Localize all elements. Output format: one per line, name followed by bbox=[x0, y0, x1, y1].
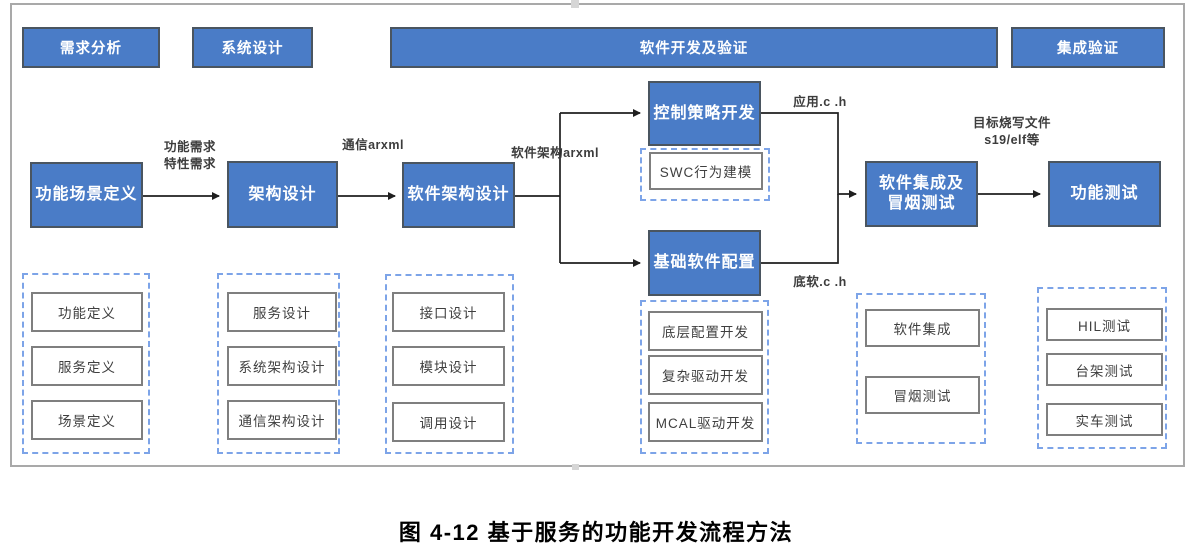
node-software-architecture-design: 软件架构设计 bbox=[402, 162, 515, 228]
item-module-design: 模块设计 bbox=[392, 346, 505, 386]
node-function-test: 功能测试 bbox=[1048, 161, 1161, 227]
item-mcal-driver-dev: MCAL驱动开发 bbox=[648, 402, 763, 442]
edge-label-app-ch: 应用.c .h bbox=[780, 94, 860, 111]
node-function-scene-definition: 功能场景定义 bbox=[30, 162, 143, 228]
item-service-design: 服务设计 bbox=[227, 292, 337, 332]
item-label: 调用设计 bbox=[419, 416, 478, 431]
item-swc-behavior-modeling: SWC行为建模 bbox=[649, 152, 763, 190]
group-arch-design-details bbox=[217, 273, 340, 454]
edge-label-text: 通信arxml bbox=[342, 138, 404, 152]
phase-system-design: 系统设计 bbox=[192, 27, 313, 68]
item-label: HIL测试 bbox=[1077, 318, 1131, 334]
item-system-arch-design: 系统架构设计 bbox=[227, 346, 337, 386]
group-swc-modeling bbox=[640, 148, 770, 201]
item-label: MCAL驱动开发 bbox=[655, 416, 756, 431]
group-integration-details bbox=[856, 293, 986, 444]
edge-label-text: 软件架构arxml bbox=[511, 146, 599, 160]
node-label: 架构设计 bbox=[248, 185, 317, 203]
node-label: 功能场景定义 bbox=[35, 186, 138, 203]
item-label: SWC行为建模 bbox=[659, 165, 753, 180]
edge-label-line2: 特性需求 bbox=[163, 156, 216, 171]
item-comm-arch-design: 通信架构设计 bbox=[227, 400, 337, 440]
item-software-integration: 软件集成 bbox=[865, 309, 980, 347]
edge-label-line1: 功能需求 bbox=[163, 140, 216, 154]
node-label: 软件架构设计 bbox=[407, 186, 510, 203]
node-basic-software-config: 基础软件配置 bbox=[648, 230, 761, 296]
group-function-scene-details bbox=[22, 273, 150, 454]
edge-label-text: 底软.c .h bbox=[793, 275, 847, 289]
item-call-design: 调用设计 bbox=[392, 402, 505, 442]
item-complex-driver-dev: 复杂驱动开发 bbox=[648, 355, 763, 395]
item-label: 接口设计 bbox=[419, 306, 478, 321]
node-sw-integration-smoke-test: 软件集成及 冒烟测试 bbox=[865, 161, 978, 227]
phase-software-dev-verification: 软件开发及验证 bbox=[390, 27, 998, 68]
group-sw-arch-details bbox=[385, 274, 514, 454]
node-label-line1: 软件集成及 bbox=[878, 175, 964, 192]
item-label: 系统架构设计 bbox=[238, 360, 326, 375]
phase-label: 需求分析 bbox=[60, 41, 122, 57]
item-label: 通信架构设计 bbox=[238, 414, 326, 429]
frame-top-tick bbox=[571, 0, 579, 8]
item-label: 软件集成 bbox=[893, 322, 952, 337]
item-label: 底层配置开发 bbox=[662, 325, 749, 340]
edge-label-requirements: 功能需求 特性需求 bbox=[148, 139, 232, 173]
item-smoke-test: 冒烟测试 bbox=[865, 376, 980, 414]
figure-caption: 图 4-12 基于服务的功能开发流程方法 bbox=[398, 520, 794, 545]
node-label-line2: 冒烟测试 bbox=[887, 195, 956, 212]
edge-label-comm-arxml: 通信arxml bbox=[333, 137, 413, 154]
item-label: 冒烟测试 bbox=[893, 389, 952, 404]
item-real-vehicle-test: 实车测试 bbox=[1046, 403, 1163, 436]
item-hil-test: HIL测试 bbox=[1046, 308, 1163, 341]
node-label: 基础软件配置 bbox=[653, 254, 756, 271]
item-function-definition: 功能定义 bbox=[31, 292, 143, 332]
item-label: 复杂驱动开发 bbox=[662, 369, 749, 384]
group-basic-sw-details bbox=[640, 300, 769, 454]
node-control-strategy-dev: 控制策略开发 bbox=[648, 81, 761, 146]
item-service-definition: 服务定义 bbox=[31, 346, 143, 386]
node-architecture-design: 架构设计 bbox=[227, 161, 338, 228]
edge-label-base-ch: 底软.c .h bbox=[780, 274, 860, 291]
edge-label-sw-arch-arxml: 软件架构arxml bbox=[505, 145, 605, 162]
edge-label-target-file: 目标烧写文件 s19/elf等 bbox=[960, 115, 1064, 149]
item-scene-definition: 场景定义 bbox=[31, 400, 143, 440]
phase-label: 集成验证 bbox=[1057, 41, 1119, 57]
edge-label-text: 应用.c .h bbox=[793, 95, 847, 109]
item-bench-test: 台架测试 bbox=[1046, 353, 1163, 386]
phase-label: 软件开发及验证 bbox=[639, 41, 749, 57]
node-label: 控制策略开发 bbox=[653, 104, 756, 122]
item-label: 服务定义 bbox=[58, 360, 116, 375]
item-label: 实车测试 bbox=[1075, 413, 1134, 429]
item-interface-design: 接口设计 bbox=[392, 292, 505, 332]
group-test-details bbox=[1037, 287, 1167, 449]
item-label: 服务设计 bbox=[253, 306, 311, 321]
node-label: 功能测试 bbox=[1070, 185, 1139, 202]
diagram-frame bbox=[10, 3, 1185, 467]
edge-label-line1: 目标烧写文件 bbox=[972, 116, 1051, 130]
phase-label: 系统设计 bbox=[221, 41, 284, 57]
item-label: 台架测试 bbox=[1075, 363, 1134, 379]
frame-bottom-tick bbox=[572, 464, 579, 470]
edge-label-line2: s19/elf等 bbox=[984, 132, 1040, 147]
item-label: 场景定义 bbox=[58, 414, 116, 429]
item-base-config-dev: 底层配置开发 bbox=[648, 311, 763, 351]
phase-requirements-analysis: 需求分析 bbox=[22, 27, 160, 68]
item-label: 模块设计 bbox=[419, 360, 478, 375]
item-label: 功能定义 bbox=[58, 306, 116, 321]
phase-integration-verification: 集成验证 bbox=[1011, 27, 1165, 68]
